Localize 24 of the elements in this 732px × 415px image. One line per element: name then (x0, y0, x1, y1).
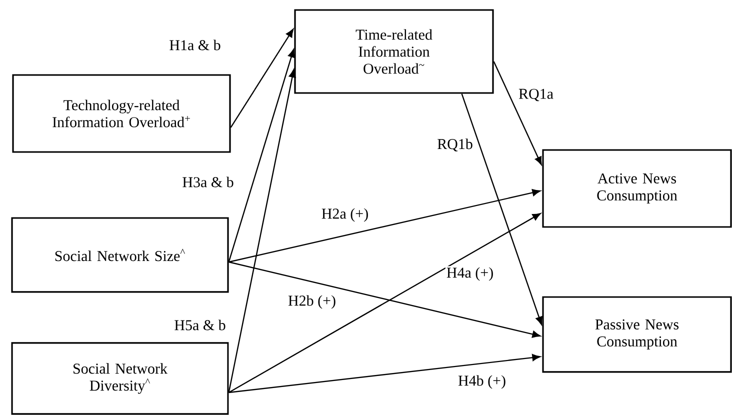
concept-box: Passive News Consumption (542, 296, 732, 373)
concept-box: Social Network Diversity$^{^}$ (11, 342, 229, 415)
edge-label: H4b (+) (458, 375, 506, 389)
edge-label: RQ1a (518, 88, 554, 102)
concept-box: Time-related Information Overload$^{~}$ (294, 9, 494, 94)
concept-box: Active News Consumption (542, 149, 732, 228)
concept-box: Social Network Size$^{^}$ (11, 217, 229, 293)
arrow (461, 94, 542, 325)
concept-box: Technology-related Information Overload$^{+}$ (12, 74, 231, 153)
arrow (228, 354, 540, 394)
edge-label: H2b (+) (288, 295, 336, 309)
edge-label: H1a & b (170, 40, 220, 50)
arrow (230, 28, 294, 128)
arrow (228, 69, 296, 393)
arrow (493, 61, 542, 165)
arrow (228, 49, 295, 262)
edge-label: H2a (+) (322, 208, 368, 222)
edge-label: H3a & b (182, 176, 234, 188)
edge-label: RQ1b (438, 138, 472, 152)
edge-label: H4a (+) (446, 267, 493, 281)
edge-label: H5a & b (174, 320, 226, 330)
arrow (228, 189, 541, 263)
arrow (228, 261, 541, 338)
arrow (228, 213, 541, 393)
